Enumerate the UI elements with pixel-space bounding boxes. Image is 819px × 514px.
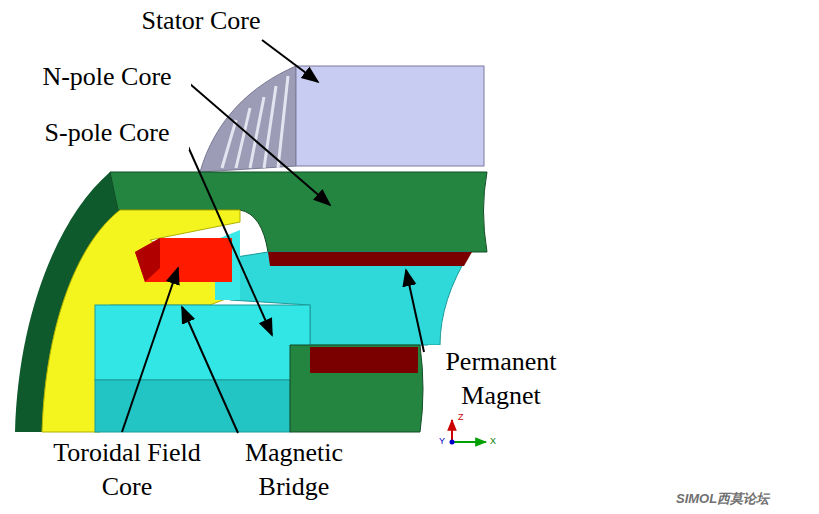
part-label: Toroidal Field Core [50,436,204,504]
leader-lines [122,40,424,433]
part-label: Magnetic Bridge [222,436,366,504]
toroidal-coil-side [135,238,160,282]
part-label: Stator Core [123,4,279,38]
part-label: Permanent Magnet [428,345,574,413]
watermark: SIMOL西莫论坛 [676,490,769,508]
stator-slots [222,76,288,168]
axis-label: Z [458,413,464,422]
stator-core [296,66,484,166]
permanent-magnet [268,252,472,266]
toroidal-coil [135,238,232,282]
stator-teeth [200,66,296,172]
axis-label: Y [439,437,445,446]
part-label: N-pole Core [23,60,191,94]
part-label: S-pole Core [25,116,189,150]
s-pole-face [95,305,310,380]
permanent-magnet [310,347,418,373]
axis-triad [450,420,487,445]
n-pole-lower [290,345,423,432]
axis-label: X [490,437,496,446]
